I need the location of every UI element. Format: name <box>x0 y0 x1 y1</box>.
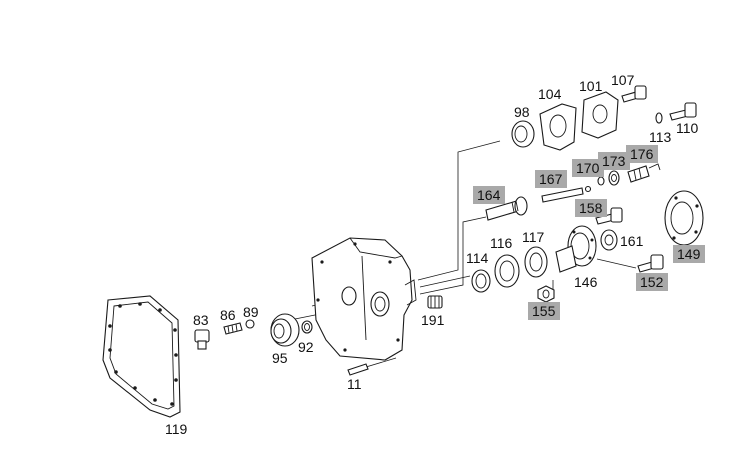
label-86: 86 <box>220 307 236 323</box>
label-101: 101 <box>579 78 603 94</box>
part-167-shaft <box>541 185 592 203</box>
label-11: 11 <box>347 376 362 392</box>
part-164-shaft <box>485 196 528 221</box>
part-155-nut <box>537 285 555 303</box>
part-107-bolt <box>621 85 647 103</box>
label-161: 161 <box>620 233 644 249</box>
label-152: 152 <box>640 274 664 290</box>
part-labels: 83 86 89 95 92 119 11 191 114 116 117 16… <box>165 72 701 437</box>
label-107: 107 <box>611 72 635 88</box>
highlight-markers <box>473 145 705 320</box>
label-83: 83 <box>193 312 209 328</box>
label-95: 95 <box>272 350 288 366</box>
label-98: 98 <box>514 104 530 120</box>
label-116: 116 <box>490 235 513 251</box>
part-119-gasket <box>102 295 181 418</box>
part-101-cover <box>581 91 619 139</box>
part-161-bearing <box>600 229 618 251</box>
part-152-bolt <box>637 254 664 273</box>
label-164: 164 <box>477 187 501 203</box>
label-170: 170 <box>576 160 600 176</box>
label-89: 89 <box>243 304 259 320</box>
label-173: 173 <box>602 153 626 169</box>
label-114: 114 <box>466 250 489 266</box>
label-119: 119 <box>165 421 188 437</box>
label-176: 176 <box>630 146 654 162</box>
part-117-ring <box>524 246 548 278</box>
label-167: 167 <box>539 171 563 187</box>
part-170-washer <box>597 176 605 186</box>
label-146: 146 <box>574 274 598 290</box>
part-149-flange <box>664 190 704 246</box>
part-89-ball <box>245 319 255 329</box>
label-149: 149 <box>677 246 701 262</box>
part-114-ring <box>471 269 491 293</box>
part-176-sensor <box>627 163 661 183</box>
part-173-ring <box>608 170 620 186</box>
label-117: 117 <box>522 229 545 245</box>
label-113: 113 <box>649 129 672 145</box>
part-92-oring <box>301 320 313 334</box>
part-116-ring <box>494 254 520 288</box>
label-92: 92 <box>298 339 314 355</box>
label-155: 155 <box>532 303 556 319</box>
part-104-gasket <box>539 103 577 151</box>
part-95-seal <box>270 313 300 347</box>
part-98-bearing <box>511 120 535 148</box>
part-83-plug <box>194 329 210 350</box>
label-191: 191 <box>421 312 445 328</box>
part-11-pin <box>347 363 369 376</box>
part-191-plug <box>427 295 443 309</box>
label-104: 104 <box>538 86 562 102</box>
label-158: 158 <box>579 200 603 216</box>
gearbox-housing <box>311 237 417 361</box>
part-86-spring <box>223 322 243 335</box>
label-110: 110 <box>676 120 699 136</box>
part-110-bolt <box>669 102 697 121</box>
part-146-flange <box>555 225 597 273</box>
part-113-washer <box>655 112 663 124</box>
